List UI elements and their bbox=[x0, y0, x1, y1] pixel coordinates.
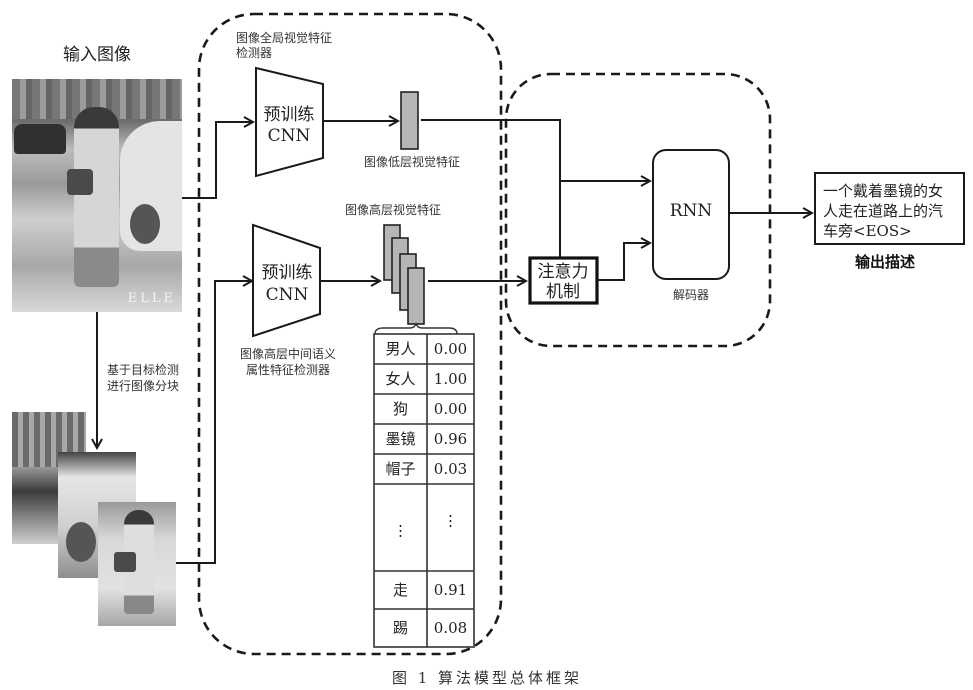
cnn-top-trapezoid bbox=[255, 66, 324, 178]
rnn-box bbox=[652, 149, 730, 280]
segmentation-label-1: 基于目标检测 bbox=[107, 362, 179, 377]
attribute-probability: 0.96 bbox=[434, 430, 467, 448]
attribute-probability: 0.00 bbox=[434, 400, 467, 418]
output-caption-box bbox=[814, 172, 965, 245]
input-image: ELLE bbox=[12, 79, 182, 312]
attribute-probability: 0.03 bbox=[434, 460, 467, 478]
output-title: 输出描述 bbox=[855, 253, 915, 271]
attribute-word: 走 bbox=[393, 581, 408, 599]
attribute-table: 男人 0.00 女人 1.00 狗 0.00 墨镜 0.96 帽子 0.03 ⋮ ⋮ 走 0.91 踢 0.0… bbox=[373, 333, 475, 648]
attribute-probability: 0.08 bbox=[434, 619, 467, 637]
watermark: ELLE bbox=[127, 291, 176, 306]
attribute-word: 踢 bbox=[393, 619, 408, 637]
cnn-bottom-trapezoid bbox=[252, 223, 321, 338]
output-caption-line-1: 一个戴着墨镜的女 bbox=[823, 182, 943, 200]
taxi-wheel bbox=[130, 204, 160, 244]
car-left bbox=[14, 124, 66, 154]
patch-image-woman bbox=[98, 502, 176, 626]
global-detector-label-2: 检测器 bbox=[236, 45, 272, 60]
attribute-word: 帽子 bbox=[385, 460, 415, 478]
attribute-probability: 0.91 bbox=[434, 581, 467, 599]
decoder-dashed-region bbox=[504, 72, 772, 348]
encoder-dashed-region bbox=[197, 12, 503, 656]
low-level-feature-block bbox=[400, 91, 419, 150]
attention-label-2: 机制 bbox=[546, 282, 580, 302]
attribute-word: 墨镜 bbox=[385, 430, 415, 448]
attribute-detector-label-1: 图像高层中间语义 bbox=[240, 346, 336, 361]
attribute-word: ⋮ bbox=[393, 522, 408, 540]
output-caption-line-3: 车旁<EOS> bbox=[823, 222, 912, 240]
feature-brace bbox=[374, 322, 458, 335]
attribute-table-border bbox=[373, 333, 475, 648]
arrow-input-to-cnn-top bbox=[182, 122, 253, 199]
high-feature-label: 图像高层视觉特征 bbox=[345, 202, 441, 217]
decoder-label: 解码器 bbox=[673, 288, 709, 302]
attention-mechanism-box bbox=[528, 256, 599, 305]
line-low-feature-to-decoder bbox=[421, 119, 560, 278]
cnn-top-label-2: CNN bbox=[268, 126, 311, 146]
attribute-word: 狗 bbox=[393, 400, 408, 418]
handbag bbox=[67, 169, 93, 195]
rnn-label: RNN bbox=[670, 201, 713, 221]
attribute-detector-label-2: 属性特征检测器 bbox=[246, 362, 330, 377]
attribute-probability: 1.00 bbox=[434, 370, 467, 388]
attribute-probability: ⋮ bbox=[443, 512, 458, 530]
high-level-feature-block-4 bbox=[407, 267, 425, 325]
arrow-attention-to-rnn bbox=[597, 243, 650, 281]
attribute-word: 男人 bbox=[385, 340, 415, 358]
cnn-top-label-1: 预训练 bbox=[264, 105, 315, 125]
low-feature-label: 图像低层视觉特征 bbox=[364, 154, 460, 169]
attention-label-1: 注意力 bbox=[538, 262, 589, 282]
input-image-title: 输入图像 bbox=[63, 45, 131, 65]
woman-figure bbox=[74, 107, 119, 287]
attribute-probability: 0.00 bbox=[434, 340, 467, 358]
attribute-word: 女人 bbox=[385, 370, 415, 388]
arrow-patches-to-cnn-bottom bbox=[176, 281, 252, 564]
global-detector-label-1: 图像全局视觉特征 bbox=[236, 30, 332, 45]
output-caption-line-2: 人走在道路上的汽 bbox=[823, 202, 943, 220]
figure-caption: 图 1 算法模型总体框架 bbox=[392, 669, 582, 687]
cnn-bottom-label-2: CNN bbox=[266, 285, 309, 305]
segmentation-label-2: 进行图像分块 bbox=[107, 379, 179, 393]
cnn-bottom-label-1: 预训练 bbox=[262, 263, 313, 283]
